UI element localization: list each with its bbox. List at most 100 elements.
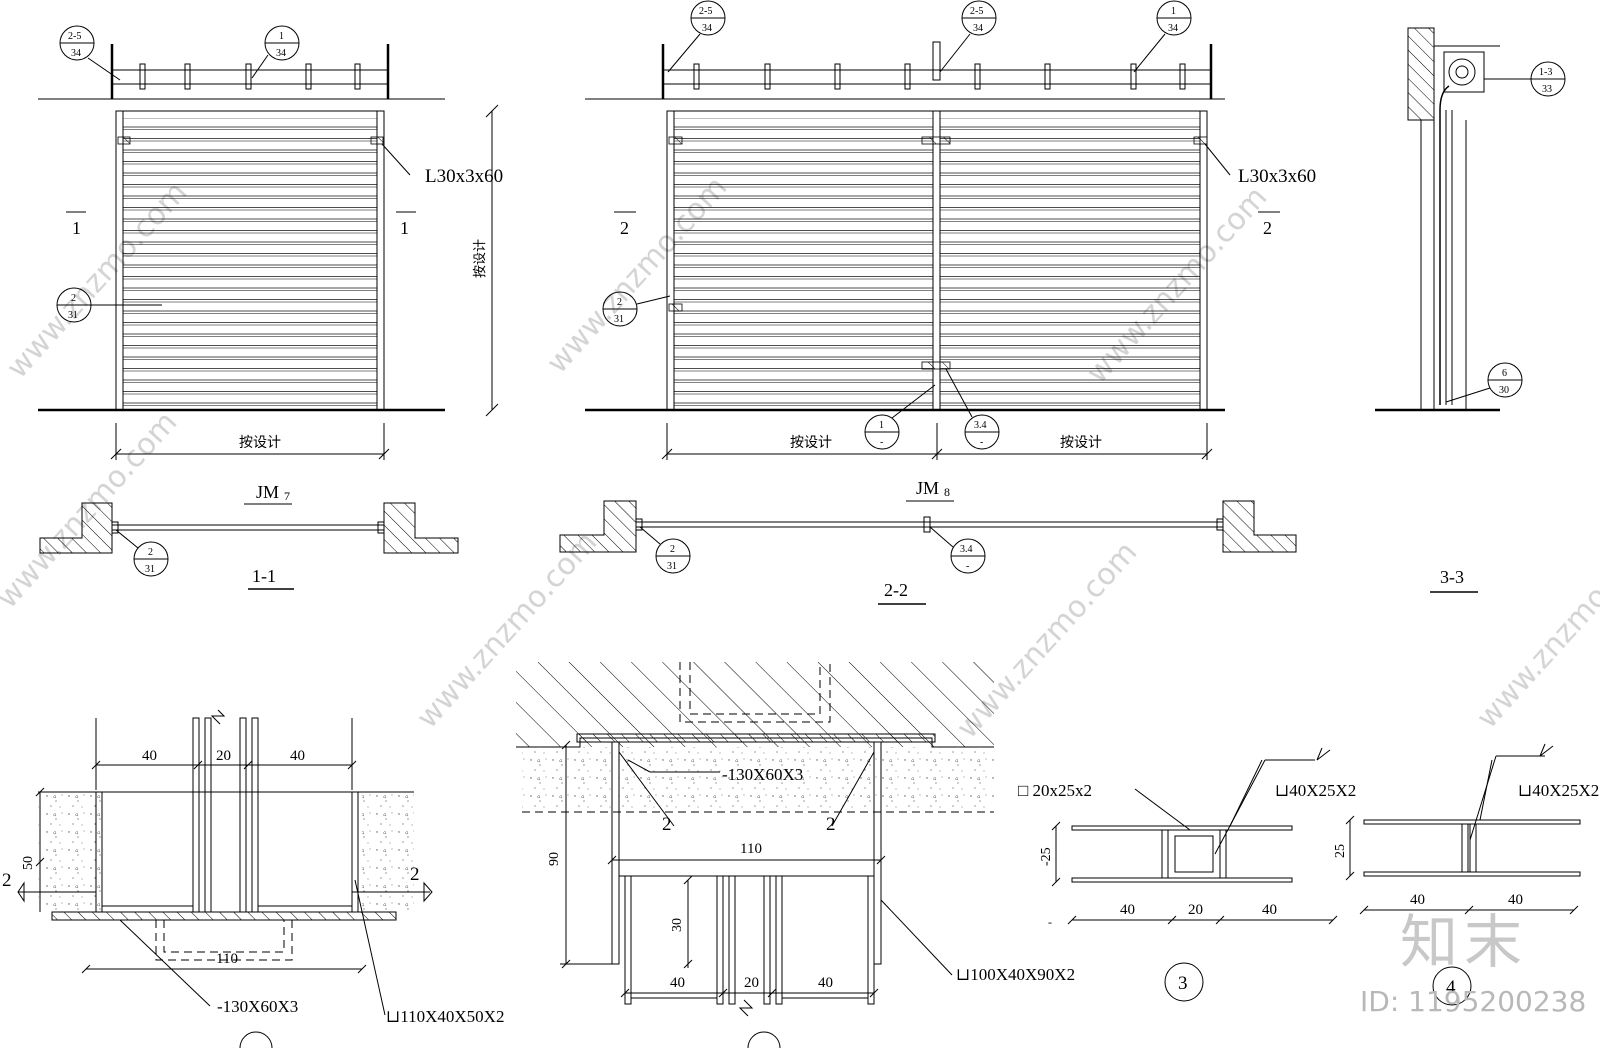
plan-1-1: 2 31 1-1 bbox=[39, 502, 459, 590]
cut-mark-2-right: 2 bbox=[1263, 218, 1272, 238]
label-channel-detail4: ⊔40X25X2 bbox=[1518, 781, 1599, 800]
dim-90: 90 bbox=[547, 852, 562, 866]
dim-minus-d3: - bbox=[1048, 915, 1052, 929]
watermark-logo: 知末 bbox=[1400, 908, 1529, 976]
svg-text:2: 2 bbox=[670, 544, 675, 555]
dim-25-detail3: -25 bbox=[1039, 847, 1054, 866]
height-dim-jm7: 按设计 bbox=[473, 239, 488, 278]
callout-2-31-plan1: 2 31 bbox=[115, 529, 169, 577]
callout-2-31-jm8-elev: 2 31 bbox=[602, 291, 671, 327]
svg-text:-: - bbox=[880, 437, 883, 448]
svg-text:6: 6 bbox=[1502, 368, 1507, 379]
callout-1-34-jm8: 1 34 bbox=[1133, 0, 1192, 73]
plan-2-2: 2 31 3.4 - 2-2 bbox=[559, 500, 1297, 605]
callout-2-5-34-jm8-left: 2-5 34 bbox=[667, 0, 726, 73]
svg-text:2-5: 2-5 bbox=[970, 6, 983, 17]
svg-text:1-3: 1-3 bbox=[1539, 67, 1552, 78]
dim-25-detail4: 25 bbox=[1333, 844, 1348, 858]
cut-mark-1-right: 1 bbox=[400, 218, 409, 238]
door-num-jm8: 8 bbox=[944, 485, 950, 499]
callout-1-34: 1 34 bbox=[251, 25, 300, 79]
svg-text:1: 1 bbox=[879, 420, 884, 431]
dim-40-d3-right: 40 bbox=[1262, 902, 1277, 918]
elevation-jm7: 1 1 L30x3x60 按设计 按设计 JM 7 bbox=[38, 44, 503, 505]
svg-text:31: 31 bbox=[667, 561, 677, 572]
svg-text:33: 33 bbox=[1542, 84, 1552, 95]
label-tube: □ 20x25x2 bbox=[1018, 781, 1092, 800]
label-channel-detail2: ⊔100X40X90X2 bbox=[956, 965, 1075, 984]
svg-text:-: - bbox=[980, 437, 983, 448]
width-dim-jm7: 按设计 bbox=[239, 435, 281, 451]
cut-mark-1-left: 1 bbox=[72, 218, 81, 238]
width-dim-jm8-left: 按设计 bbox=[790, 435, 832, 451]
dim-110: 110 bbox=[216, 951, 238, 967]
dim-40-d4-right: 40 bbox=[1508, 892, 1523, 908]
detail-3: □ 20x25x2 ⊔40X25X2 -25 40 20 40 - 3 bbox=[1018, 747, 1356, 1002]
dim-40-left: 40 bbox=[142, 748, 157, 764]
callout-2-5-34: 2-5 34 bbox=[59, 25, 121, 81]
angle-label-jm8: L30x3x60 bbox=[1238, 166, 1316, 187]
weld-mark-d2-left: 2 bbox=[662, 814, 672, 835]
weld-mark-d2-right: 2 bbox=[826, 814, 836, 835]
door-name-jm8: JM bbox=[916, 478, 939, 498]
svg-text:31: 31 bbox=[68, 310, 78, 321]
callout-2-31-plan2: 2 31 bbox=[639, 526, 691, 574]
svg-text:34: 34 bbox=[1168, 23, 1178, 34]
label-plate-detail1: -130X60X3 bbox=[217, 997, 298, 1016]
dim-50: 50 bbox=[21, 856, 36, 870]
label-plate-detail2: -130X60X3 bbox=[722, 765, 803, 784]
svg-text:2: 2 bbox=[148, 547, 153, 558]
svg-text:34: 34 bbox=[702, 23, 712, 34]
svg-text:3.4: 3.4 bbox=[974, 420, 987, 431]
detail-number-3: 3 bbox=[1178, 973, 1188, 994]
dim-30: 30 bbox=[670, 918, 685, 932]
svg-text:31: 31 bbox=[614, 314, 624, 325]
callouts-jm7: 2-5 34 1 34 2 31 bbox=[56, 25, 300, 323]
cut-mark-2-left: 2 bbox=[620, 218, 629, 238]
detail-2: 110 90 30 40 20 40 -130X60X3 2 2 ⊔100X40… bbox=[516, 662, 1075, 1048]
angle-label-jm7: L30x3x60 bbox=[425, 166, 503, 187]
dim-40-d3-left: 40 bbox=[1120, 902, 1135, 918]
svg-text:3.4: 3.4 bbox=[960, 544, 973, 555]
callout-1-3-33: 1-3 33 bbox=[1484, 61, 1566, 97]
dim-20-d3: 20 bbox=[1188, 902, 1203, 918]
dim-40-d4-left: 40 bbox=[1410, 892, 1425, 908]
svg-text:34: 34 bbox=[276, 48, 286, 59]
section-3-3: 1-3 33 6 30 3-3 bbox=[1375, 27, 1566, 593]
dim-40-d2-left: 40 bbox=[670, 975, 685, 991]
callout-3-4-dash: 3.4 - bbox=[945, 368, 1000, 450]
svg-text:1: 1 bbox=[279, 31, 284, 42]
door-name-jm7: JM bbox=[256, 482, 279, 502]
section-title-2-2: 2-2 bbox=[884, 580, 908, 600]
svg-text:2: 2 bbox=[71, 293, 76, 304]
svg-text:-: - bbox=[966, 561, 969, 572]
width-dim-jm8-right: 按设计 bbox=[1060, 435, 1102, 451]
label-channel-detail1: ⊔110X40X50X2 bbox=[386, 1007, 504, 1026]
door-num-jm7: 7 bbox=[284, 489, 290, 503]
svg-text:1: 1 bbox=[1171, 6, 1176, 17]
dim-20: 20 bbox=[216, 748, 231, 764]
svg-text:30: 30 bbox=[1499, 385, 1509, 396]
svg-text:2: 2 bbox=[617, 297, 622, 308]
callout-3-4-plan2: 3.4 - bbox=[929, 526, 986, 574]
callouts-jm8: 2-5 34 2-5 34 1 34 2 31 1 - bbox=[602, 0, 1192, 450]
elevation-jm8: 2 2 L30x3x60 按设计 按设计 JM 8 bbox=[585, 41, 1316, 502]
section-title-3-3: 3-3 bbox=[1440, 567, 1464, 587]
callout-1-dash: 1 - bbox=[864, 384, 936, 450]
weld-mark-right: 2 bbox=[410, 864, 420, 885]
dim-110-detail2: 110 bbox=[740, 841, 762, 857]
watermark-id: ID: 1195200238 bbox=[1360, 985, 1587, 1018]
svg-text:2-5: 2-5 bbox=[699, 6, 712, 17]
dim-20-d2: 20 bbox=[744, 975, 759, 991]
svg-text:31: 31 bbox=[145, 564, 155, 575]
section-title-1-1: 1-1 bbox=[252, 566, 276, 586]
dim-40-right: 40 bbox=[290, 748, 305, 764]
dim-40-d2-right: 40 bbox=[818, 975, 833, 991]
callout-2-31-elev: 2 31 bbox=[56, 287, 162, 323]
svg-text:34: 34 bbox=[973, 23, 983, 34]
detail-number-4: 4 bbox=[1446, 977, 1456, 998]
svg-text:2-5: 2-5 bbox=[68, 31, 81, 42]
label-channel-detail3: ⊔40X25X2 bbox=[1275, 781, 1356, 800]
watermark-text-7: www.znzmo.com bbox=[1470, 525, 1600, 735]
